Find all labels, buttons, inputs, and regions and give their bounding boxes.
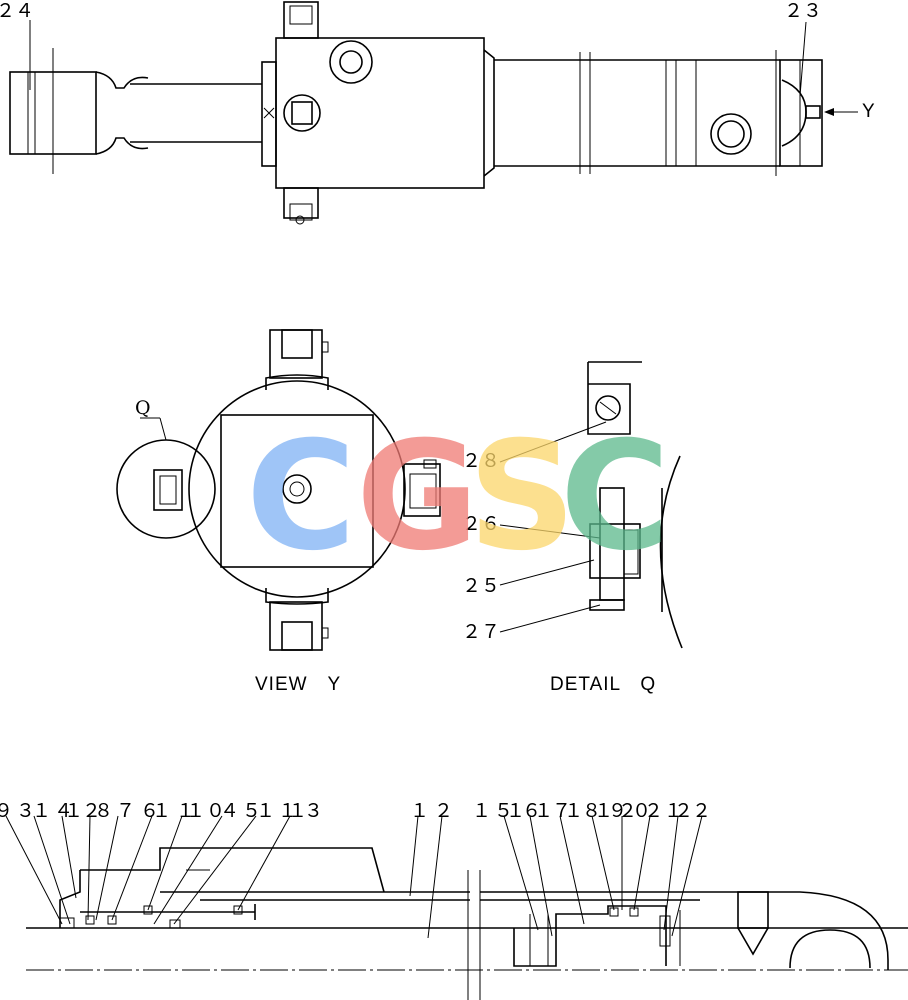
section-label-digit: ９ (608, 800, 627, 822)
section-label-digit: ８ (94, 800, 113, 822)
section-label-digit: １ (64, 800, 83, 822)
watermark-letter-c1: C (246, 410, 356, 584)
section-label-digit: ７ (116, 800, 135, 822)
section-label-digit: ３ (16, 800, 35, 822)
part-label-25: ２５ (462, 575, 500, 597)
section-label-digit: ９ (0, 800, 13, 822)
section-label-digit: ２ (82, 800, 101, 822)
cylinder-top-view (9, 1, 858, 225)
watermark-letter-s: S (468, 410, 576, 584)
view-y-caption: VIEW Y (255, 674, 341, 695)
view-y-drawing (116, 329, 441, 651)
section-label-digit: １ (176, 800, 195, 822)
section-label-digit: １ (288, 800, 307, 822)
detail-q-drawing (499, 361, 683, 649)
section-label-digit: １ (594, 800, 613, 822)
section-label-digit: １ (32, 800, 51, 822)
watermark-letter-c2: C (560, 410, 670, 584)
section-label-digit: ２ (692, 800, 711, 822)
section-label-digit: ５ (242, 800, 261, 822)
section-label-digit: １ (278, 800, 297, 822)
part-label-26: ２６ (462, 513, 500, 535)
view-arrow-label: Y (862, 101, 876, 122)
section-label-digit: １ (152, 800, 171, 822)
watermark-letter-g: G (356, 410, 479, 584)
section-label-digit: １ (664, 800, 683, 822)
section-label-digit: ５ (494, 800, 513, 822)
section-label-digit: ６ (522, 800, 541, 822)
section-part-labels: ９ ３ １ ４ １ ２ ８ ７ ６ １ １ １ ０ ４ ５ １ １ １ ３ １ … (0, 800, 711, 822)
part-label-23: ２３ (784, 0, 822, 22)
section-label-digit: ６ (140, 800, 159, 822)
section-label-digit: ２ (674, 800, 693, 822)
section-view-drawing (26, 847, 908, 1000)
part-label-28: ２８ (462, 450, 500, 472)
section-label-digit: １ (564, 800, 583, 822)
section-label-digit: ４ (220, 800, 239, 822)
section-label-digit: ８ (582, 800, 601, 822)
section-label-digit: １ (186, 800, 205, 822)
section-label-digit: ３ (304, 800, 323, 822)
section-label-digit: ４ (54, 800, 73, 822)
detail-q-caption: DETAIL Q (550, 674, 656, 695)
part-label-24: ２４ (0, 0, 34, 22)
section-label-digit: ７ (552, 800, 571, 822)
section-label-digit: ０ (632, 800, 651, 822)
section-label-digit: １ (256, 800, 275, 822)
section-label-digit: １ (410, 800, 429, 822)
section-label-digit: １ (506, 800, 525, 822)
part-label-27: ２７ (462, 621, 500, 643)
section-label-digit: ２ (618, 800, 637, 822)
section-label-digit: ２ (644, 800, 663, 822)
detail-q-marker: Q (135, 397, 151, 419)
section-leaders (5, 815, 703, 939)
section-label-digit: １ (534, 800, 553, 822)
cgsc-watermark: C G S C (246, 410, 670, 584)
section-label-digit: １ (472, 800, 491, 822)
section-label-digit: ２ (434, 800, 453, 822)
section-label-digit: ０ (206, 800, 225, 822)
